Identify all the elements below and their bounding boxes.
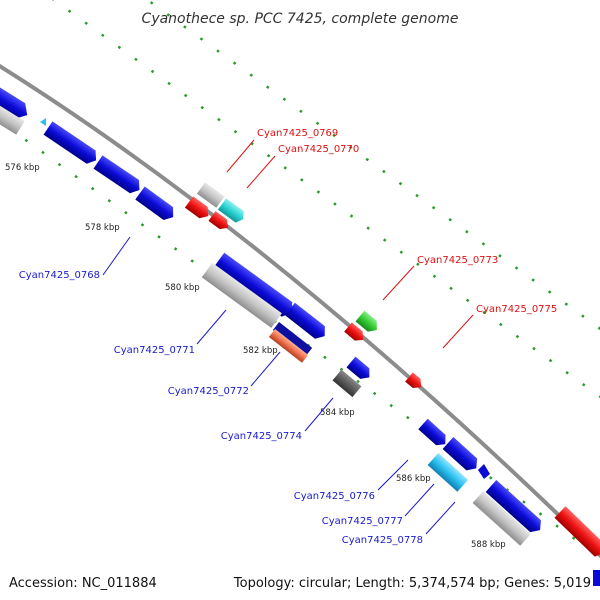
- leader-line: [226, 139, 255, 173]
- tick-label: 582 kbp: [243, 346, 278, 356]
- tick-label: 584 kbp: [320, 408, 355, 418]
- gene-arrow[interactable]: [418, 418, 450, 449]
- gene-arrow[interactable]: [427, 453, 469, 492]
- gene-arrow[interactable]: [593, 570, 600, 586]
- gene-arrow[interactable]: [485, 480, 546, 536]
- tick-label: 576 kbp: [5, 163, 40, 173]
- gene-arrow[interactable]: [208, 211, 231, 232]
- label-leaders: [102, 139, 474, 535]
- gene-label-forward[interactable]: Cyan7425_0775: [476, 304, 557, 315]
- genome-backbone: [0, 63, 600, 559]
- gene-arrow[interactable]: [442, 437, 482, 474]
- gene-arrow[interactable]: [213, 252, 297, 320]
- gene-arrow[interactable]: [196, 182, 225, 208]
- tick-label: 578 kbp: [85, 223, 120, 233]
- genome-summary-text: Topology: circular; Length: 5,374,574 bp…: [233, 576, 591, 591]
- tick-label: 586 kbp: [396, 474, 431, 484]
- gene-arrow[interactable]: [346, 356, 374, 383]
- gene-arrow[interactable]: [0, 87, 32, 122]
- gene-arrow[interactable]: [405, 372, 425, 391]
- gene-arrow[interactable]: [472, 491, 531, 546]
- gene-label-forward[interactable]: Cyan7425_0773: [417, 255, 498, 266]
- gene-label-reverse[interactable]: Cyan7425_0774: [221, 431, 302, 442]
- leader-line: [250, 351, 281, 387]
- gene-arrow[interactable]: [201, 262, 282, 328]
- gene-arrow[interactable]: [478, 464, 490, 479]
- gene-arrow[interactable]: [43, 121, 101, 167]
- gene-arrow[interactable]: [268, 329, 309, 363]
- leader-line: [304, 397, 334, 432]
- gene-label-reverse[interactable]: Cyan7425_0768: [19, 270, 100, 281]
- gene-arrow[interactable]: [135, 186, 178, 224]
- gene-arrow[interactable]: [332, 369, 362, 398]
- gene-arrow[interactable]: [93, 155, 144, 196]
- gene-label-reverse[interactable]: Cyan7425_0771: [114, 345, 195, 356]
- map-title: Cyanothece sp. PCC 7425, complete genome: [142, 11, 459, 27]
- gene-label-reverse[interactable]: Cyan7425_0776: [294, 491, 375, 502]
- gene-arrow[interactable]: [217, 198, 247, 225]
- leader-line: [425, 501, 456, 535]
- leader-line: [404, 483, 435, 517]
- gene-label-reverse[interactable]: Cyan7425_0777: [322, 516, 403, 527]
- tick-label: 580 kbp: [165, 283, 200, 293]
- gene-arrow[interactable]: [0, 105, 25, 135]
- tick-label: 588 kbp: [471, 540, 506, 550]
- gene-features: [0, 87, 600, 586]
- leader-line: [377, 459, 409, 491]
- gene-label-reverse[interactable]: Cyan7425_0772: [168, 386, 249, 397]
- leader-line: [102, 236, 131, 276]
- leader-line: [382, 265, 415, 301]
- gene-label-reverse[interactable]: Cyan7425_0778: [342, 535, 423, 546]
- accession-text: Accession: NC_011884: [9, 576, 157, 591]
- gene-arrow[interactable]: [40, 118, 46, 126]
- gene-arrow[interactable]: [184, 196, 213, 221]
- leader-line: [442, 314, 474, 349]
- gene-labels: Cyan7425_0769 Cyan7425_0770 Cyan7425_077…: [19, 128, 558, 546]
- gene-arrow[interactable]: [344, 322, 367, 344]
- gene-arrow[interactable]: [554, 506, 600, 559]
- gene-arrow[interactable]: [285, 302, 330, 343]
- gene-label-forward[interactable]: Cyan7425_0770: [278, 144, 359, 155]
- gene-arrow[interactable]: [272, 322, 313, 356]
- leader-line: [196, 309, 227, 345]
- coordinate-ticks: 576 kbp 578 kbp 580 kbp 582 kbp 584 kbp …: [5, 163, 506, 550]
- leader-line: [246, 155, 276, 189]
- gene-arrow[interactable]: [355, 310, 382, 336]
- gene-label-forward[interactable]: Cyan7425_0769: [257, 128, 338, 139]
